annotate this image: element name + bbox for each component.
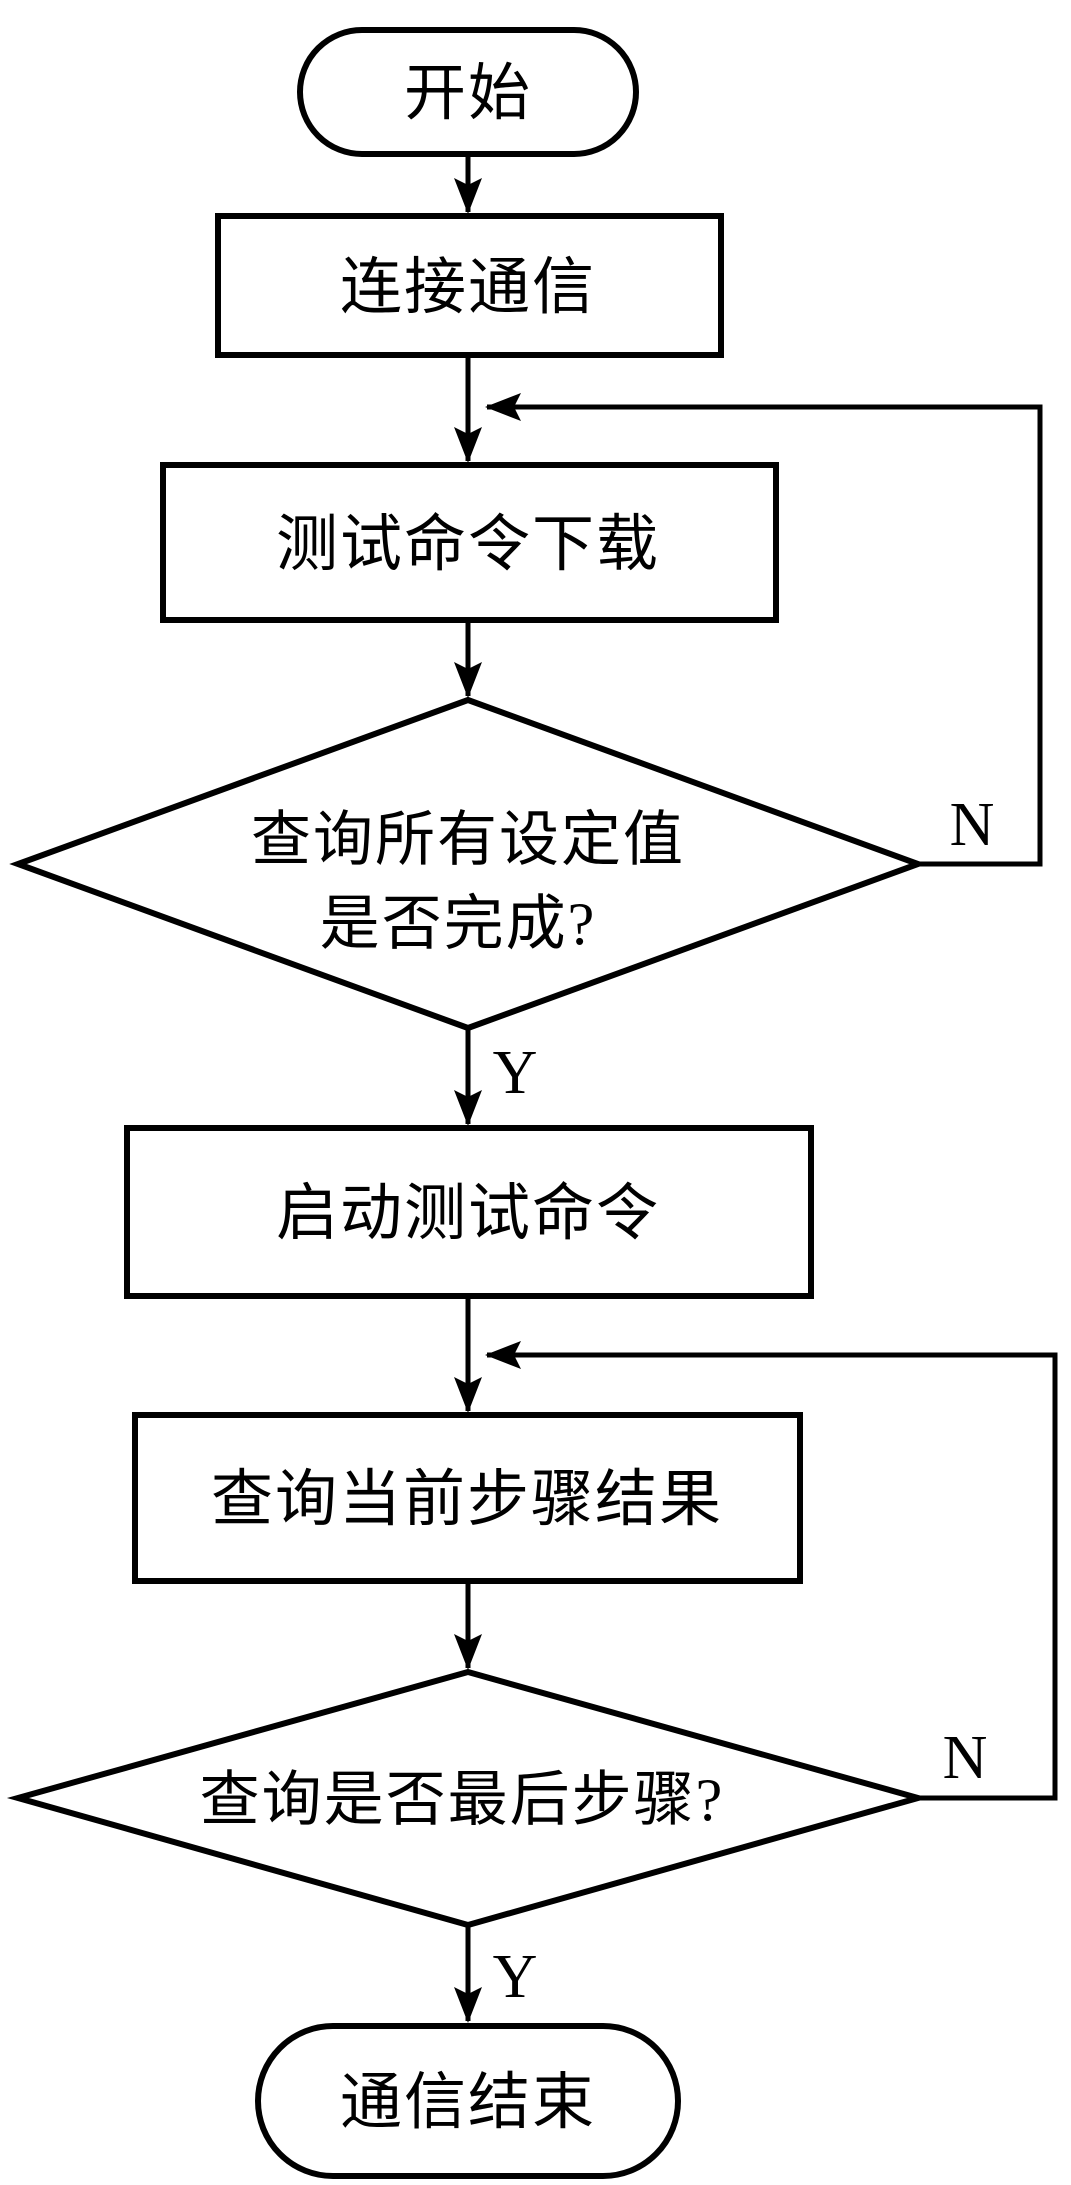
download-process-shape xyxy=(160,462,779,623)
end-label: 通信结束 xyxy=(340,2069,596,2137)
check-settings-label-line1: 查询所有设定值 xyxy=(251,807,685,873)
node-check-last: 查询是否最后步骤? xyxy=(6,1668,930,1929)
edge-loop-settings-no xyxy=(485,393,1043,867)
query-result-label: 查询当前步骤结果 xyxy=(211,1466,723,1534)
query-result-process-shape xyxy=(132,1412,803,1584)
connect-process-shape xyxy=(215,213,724,358)
branch-label-y-settings: Y xyxy=(493,1039,538,1107)
branch-label-n-last: N xyxy=(943,1724,988,1792)
check-last-label: 查询是否最后步骤? xyxy=(200,1767,725,1833)
node-download: 测试命令下载 xyxy=(160,462,779,623)
start-label: 开始 xyxy=(404,60,532,128)
start-test-process-shape xyxy=(124,1125,814,1299)
node-query-result: 查询当前步骤结果 xyxy=(132,1412,803,1584)
node-check-settings: 查询所有设定值 是否完成? xyxy=(9,696,927,1032)
node-start: 开始 xyxy=(297,27,639,157)
start-terminator-shape xyxy=(297,27,639,157)
check-settings-label-line2: 是否完成? xyxy=(320,891,597,957)
node-end: 通信结束 xyxy=(255,2023,681,2179)
connect-label: 连接通信 xyxy=(340,254,596,322)
node-start-test: 启动测试命令 xyxy=(124,1125,814,1299)
end-terminator-shape xyxy=(255,2023,681,2179)
branch-label-y-last: Y xyxy=(493,1943,538,2011)
branch-label-n-settings: N xyxy=(950,791,995,859)
node-connect: 连接通信 xyxy=(215,213,724,358)
check-last-decision-shape xyxy=(6,1668,930,1929)
start-test-label: 启动测试命令 xyxy=(276,1180,660,1248)
download-label: 测试命令下载 xyxy=(276,511,660,579)
check-settings-decision-shape xyxy=(9,696,927,1032)
edge-loop-last-no xyxy=(485,1341,1058,1801)
